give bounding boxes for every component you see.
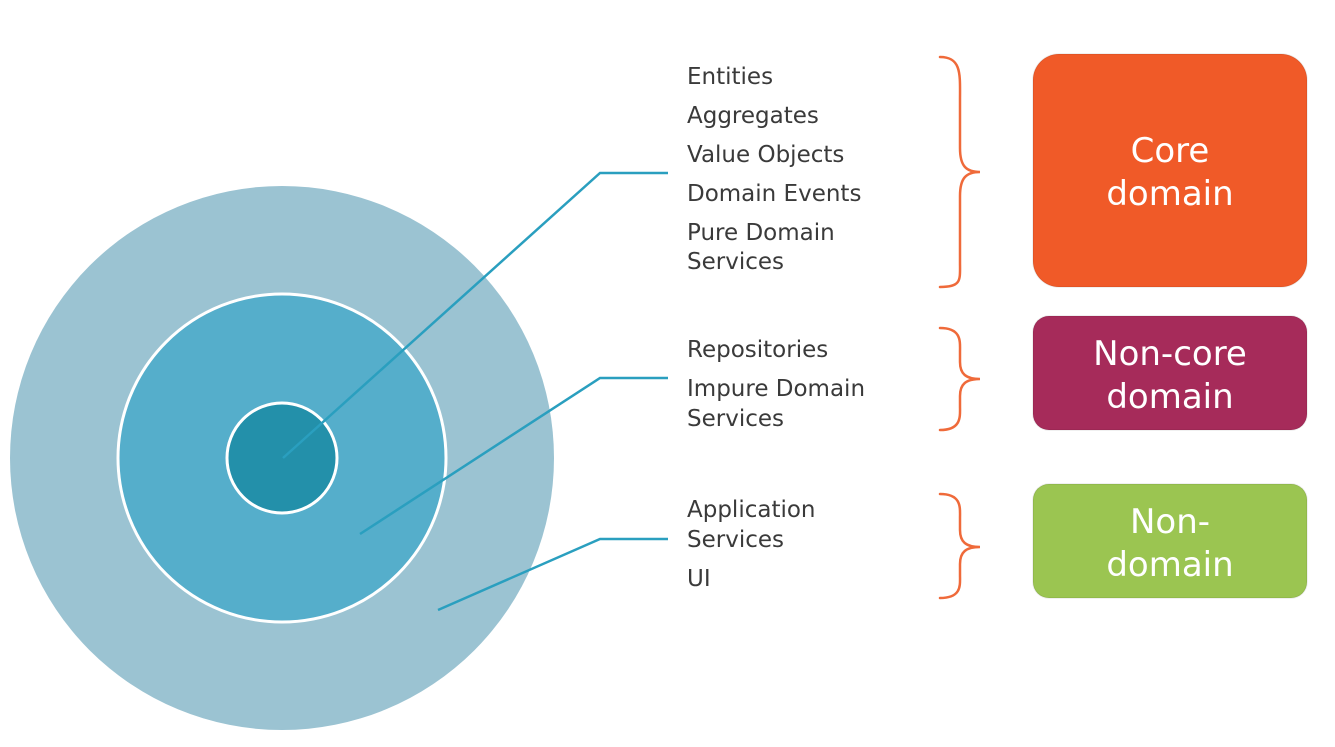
noncore-domain-label-line2: domain (1106, 377, 1233, 417)
layer-item-pure-domain: Pure Domain (687, 220, 835, 246)
leader-lines (282, 171, 668, 612)
leader-line-noncore (359, 376, 668, 536)
inner-core (225, 401, 339, 515)
layer-item-value-objects: Value Objects (687, 142, 844, 168)
layer-item-ui: UI (687, 566, 711, 592)
domain-boxes: Core domain Non-core domain Non- domain (1032, 53, 1308, 599)
layer-item-entities: Entities (687, 64, 773, 90)
layer-item-application: Application (687, 497, 816, 523)
layer-item-impure-domain-services: Services (687, 406, 784, 432)
layer-item-pure-domain-services: Services (687, 249, 784, 275)
layer-item-domain-events: Domain Events (687, 181, 861, 207)
noncore-domain-box: Non-core domain (1032, 315, 1308, 431)
leader-line-nondomain (437, 537, 668, 612)
nondomain-box: Non- domain (1032, 483, 1308, 599)
core-layer-labels: Entities Aggregates Value Objects Domain… (687, 64, 861, 275)
noncore-layer-labels: Repositories Impure Domain Services (687, 337, 865, 432)
nondomain-layer-labels: Application Services UI (687, 497, 816, 592)
layer-item-repositories: Repositories (687, 337, 828, 363)
layer-item-impure-domain: Impure Domain (687, 376, 865, 402)
nondomain-label-line2: domain (1106, 545, 1233, 585)
core-domain-box: Core domain (1032, 53, 1308, 288)
braces (938, 55, 981, 600)
brace-core (938, 55, 981, 289)
noncore-domain-label-line1: Non-core (1093, 334, 1247, 374)
onion-rings (10, 186, 554, 730)
layer-item-aggregates: Aggregates (687, 103, 819, 129)
nondomain-label-line1: Non- (1130, 502, 1210, 542)
brace-nondomain (938, 492, 981, 600)
core-domain-label-line1: Core (1131, 131, 1210, 171)
core-domain-box-bg (1032, 53, 1308, 288)
leader-line-core (282, 171, 668, 459)
brace-noncore (938, 326, 981, 432)
layer-item-application-services: Services (687, 527, 784, 553)
core-domain-label-line2: domain (1106, 174, 1233, 214)
noncore-domain-box-bg (1032, 315, 1308, 431)
nondomain-box-bg (1032, 483, 1308, 599)
